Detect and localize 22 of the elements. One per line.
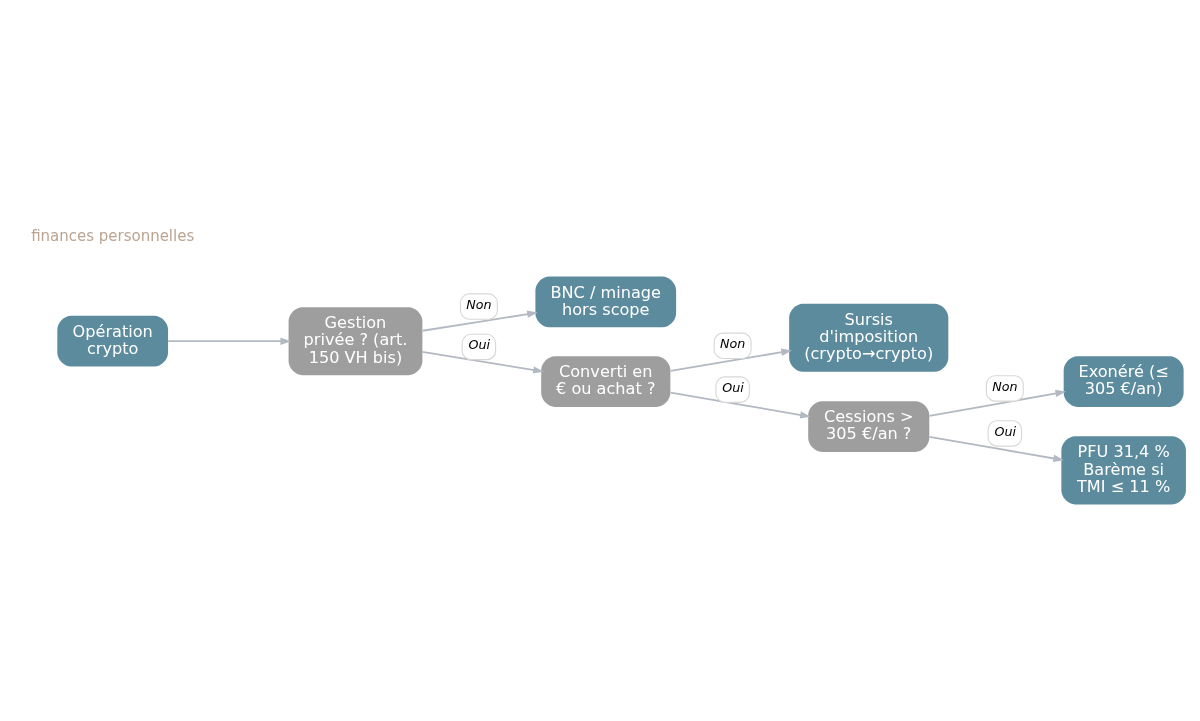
node-box: Opération crypto: [57, 315, 169, 367]
arrow: [421, 310, 538, 332]
node-box: Converti en € ou achat ?: [541, 356, 671, 407]
node-box: BNC / minage hors scope: [535, 276, 677, 328]
edge-label: Oui: [994, 423, 1016, 439]
arrow: [669, 348, 792, 372]
edge-label: Non: [992, 378, 1018, 394]
arrow: [928, 389, 1067, 417]
node-box: Sursis d'imposition (crypto→crypto): [789, 303, 949, 372]
node-box: Cessions > 305 €/an ?: [808, 401, 930, 452]
edge-label: Oui: [722, 379, 744, 395]
edge-label: Oui: [468, 337, 491, 353]
arrow: [928, 435, 1064, 463]
label: finances personnelles: [31, 227, 195, 246]
arrow: [669, 391, 811, 419]
arrow: [167, 337, 292, 345]
node-box: Gestion privée ? (art. 150 VH bis): [288, 307, 423, 376]
arrow: [421, 350, 544, 374]
edge-label: Non: [466, 296, 492, 312]
node-box: Exonéré (≤ 305 €/an): [1063, 356, 1184, 407]
edge-label: Non: [719, 335, 746, 351]
node-box: PFU 31,4 % Barème si TMI ≤ 11 %: [1061, 436, 1186, 505]
